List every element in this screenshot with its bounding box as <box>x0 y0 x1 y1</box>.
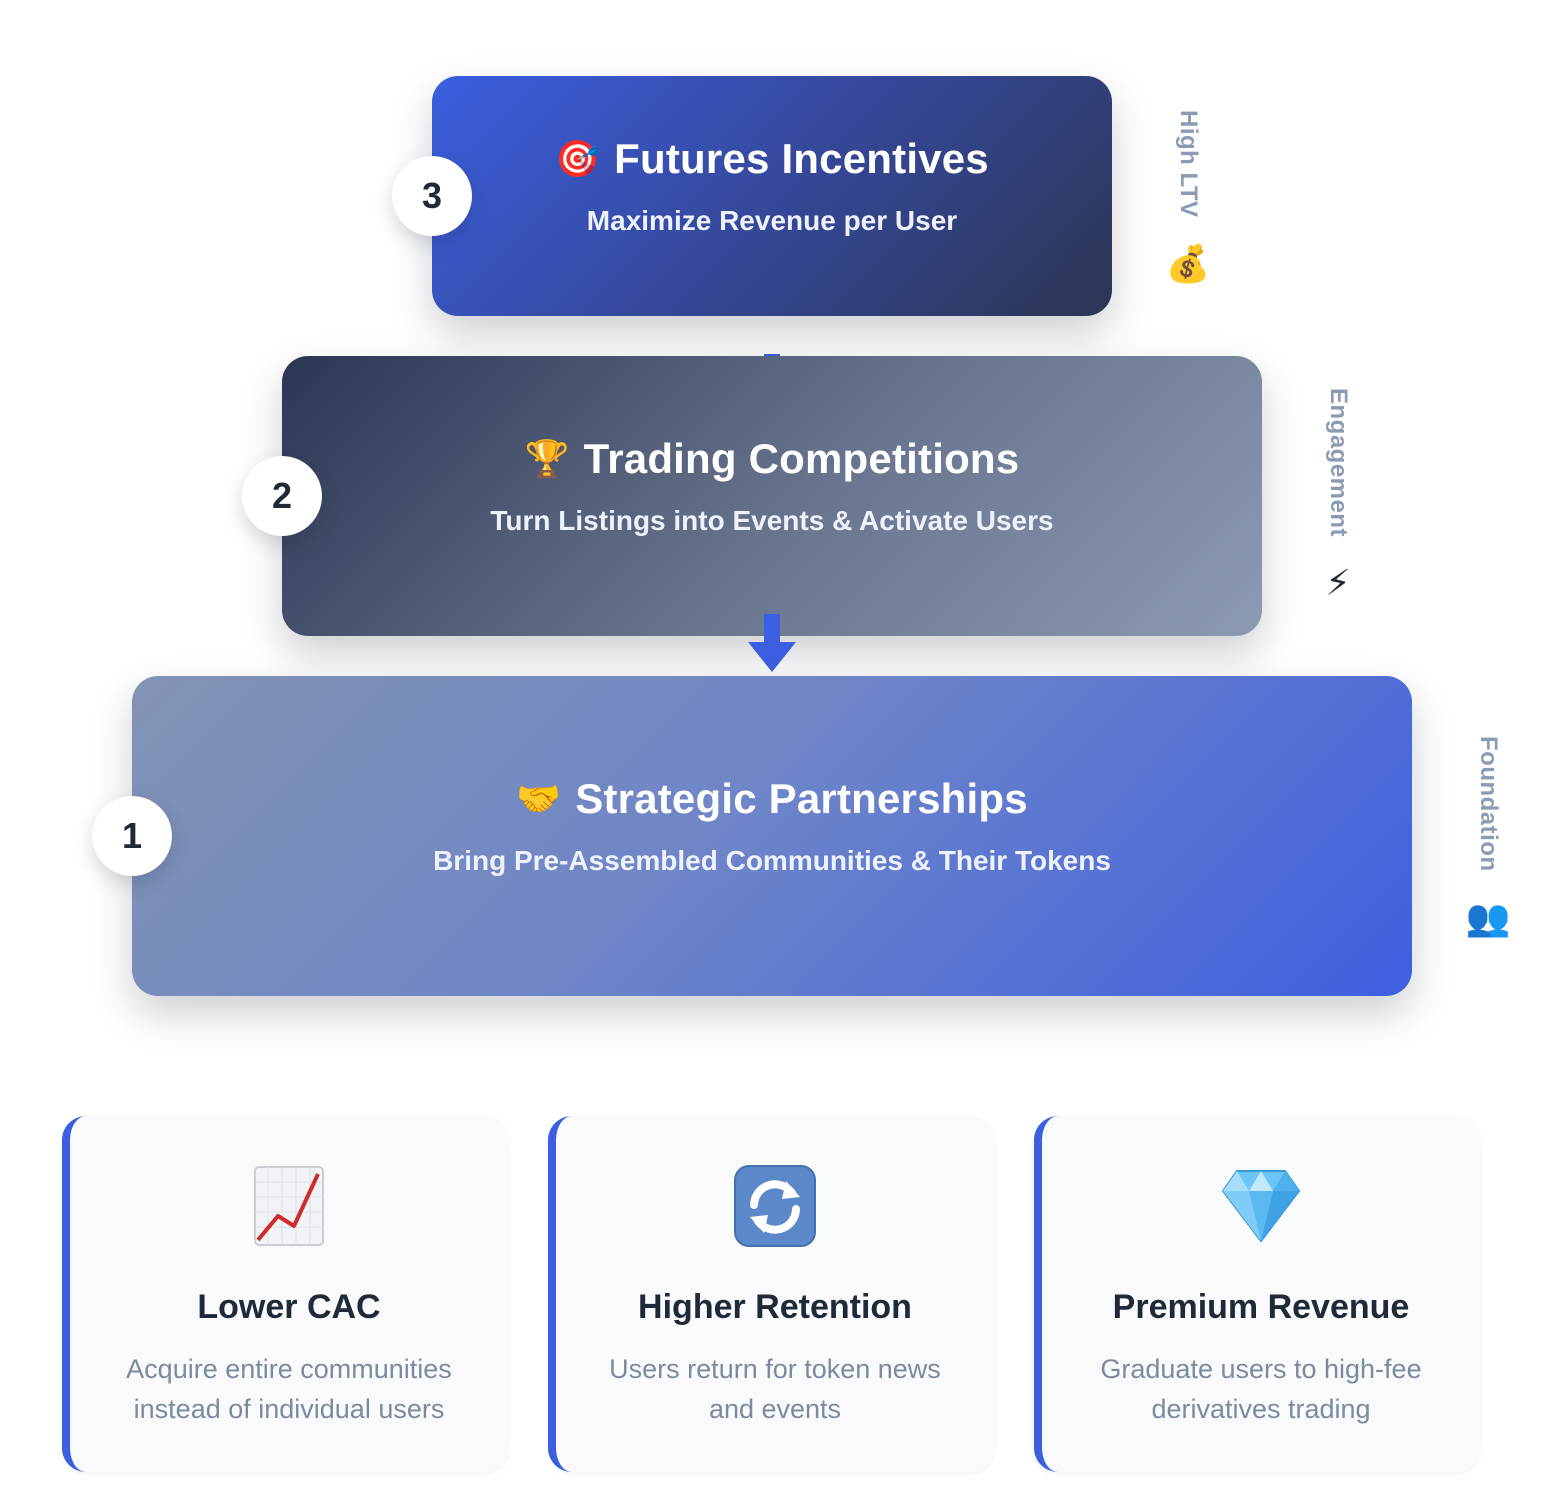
tier-number-badge: 1 <box>92 796 172 876</box>
side-label-high-ltv: High LTV 💰 <box>1158 110 1218 282</box>
side-label-text: High LTV <box>1175 110 1202 218</box>
tier-title: Trading Competitions <box>583 435 1020 482</box>
trophy-icon: 🏆 <box>524 438 570 479</box>
tier-title: Strategic Partnerships <box>575 775 1028 822</box>
tier-subtitle: Bring Pre-Assembled Communities & Their … <box>433 845 1111 876</box>
card-title: Lower CAC <box>197 1288 381 1326</box>
side-label-text: Foundation <box>1475 736 1502 872</box>
card-title: Higher Retention <box>638 1288 912 1326</box>
money-bag-icon: 💰 <box>1165 242 1211 284</box>
card-description: Graduate users to high-fee derivatives t… <box>1100 1354 1422 1424</box>
side-label-engagement: Engagement ⚡ <box>1308 388 1368 601</box>
benefit-card-premium-revenue: Premium Revenue Graduate users to high-f… <box>1034 1116 1480 1472</box>
card-description: Users return for token news and events <box>609 1354 941 1424</box>
target-icon: 🎯 <box>555 138 601 179</box>
benefit-card-higher-retention: Higher Retention Users return for token … <box>548 1116 994 1472</box>
tier-number-badge: 2 <box>242 456 322 536</box>
benefit-card-lower-cac: Lower CAC Acquire entire communities ins… <box>62 1116 508 1472</box>
tier-number-badge: 3 <box>392 156 472 236</box>
tier-title: Futures Incentives <box>614 135 989 182</box>
tier-trading-competitions: 🏆 Trading Competitions Turn Listings int… <box>282 356 1262 636</box>
gem-icon <box>1042 1164 1480 1248</box>
tier-title-row: 🎯 Futures Incentives <box>555 135 989 183</box>
tier-subtitle: Maximize Revenue per User <box>586 205 958 236</box>
card-description: Acquire entire communities instead of in… <box>126 1354 452 1424</box>
lightning-icon: ⚡ <box>1325 562 1351 604</box>
chart-increasing-icon <box>70 1164 508 1248</box>
handshake-icon: 🤝 <box>516 778 562 819</box>
people-icon: 👥 <box>1465 896 1511 938</box>
refresh-icon <box>556 1164 994 1248</box>
tier-futures-incentives: 🎯 Futures Incentives Maximize Revenue pe… <box>432 76 1112 316</box>
side-label-foundation: Foundation 👥 <box>1458 736 1518 936</box>
card-title: Premium Revenue <box>1112 1288 1410 1326</box>
side-label-text: Engagement <box>1325 388 1352 538</box>
tier-strategic-partnerships: 🤝 Strategic Partnerships Bring Pre-Assem… <box>132 676 1412 996</box>
tier-title-row: 🏆 Trading Competitions <box>525 435 1020 483</box>
tier-subtitle: Turn Listings into Events & Activate Use… <box>490 505 1054 536</box>
arrow-down-icon <box>748 614 796 672</box>
tier-title-row: 🤝 Strategic Partnerships <box>516 775 1028 823</box>
